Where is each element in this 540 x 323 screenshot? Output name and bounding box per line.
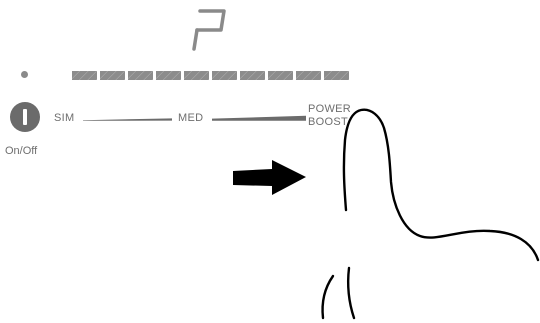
power-level-segment: [324, 71, 349, 80]
arrow-right-icon: [233, 160, 306, 195]
power-level-segment: [72, 71, 97, 80]
scale-wedge-sim-med: [83, 118, 172, 121]
power-level-bar: [72, 71, 349, 80]
power-level-segment: [184, 71, 209, 80]
power-level-segment: [128, 71, 153, 80]
power-level-segment: [156, 71, 181, 80]
power-level-segment: [240, 71, 265, 80]
indicator-dot: [21, 71, 28, 78]
scale-label-power[interactable]: POWER: [308, 103, 352, 115]
on-off-button[interactable]: [10, 102, 40, 132]
scale-label-boost[interactable]: BOOST: [308, 116, 349, 128]
scale-label-sim[interactable]: SIM: [54, 112, 75, 124]
power-level-display: [192, 9, 226, 51]
on-off-label: On/Off: [5, 145, 38, 157]
scale-label-med[interactable]: MED: [178, 112, 204, 124]
power-level-segment: [268, 71, 293, 80]
power-level-segment: [100, 71, 125, 80]
power-level-segment: [212, 71, 237, 80]
scale-wedge-med-boost: [212, 115, 306, 121]
power-level-segment: [296, 71, 321, 80]
power-button-icon: [23, 109, 27, 125]
